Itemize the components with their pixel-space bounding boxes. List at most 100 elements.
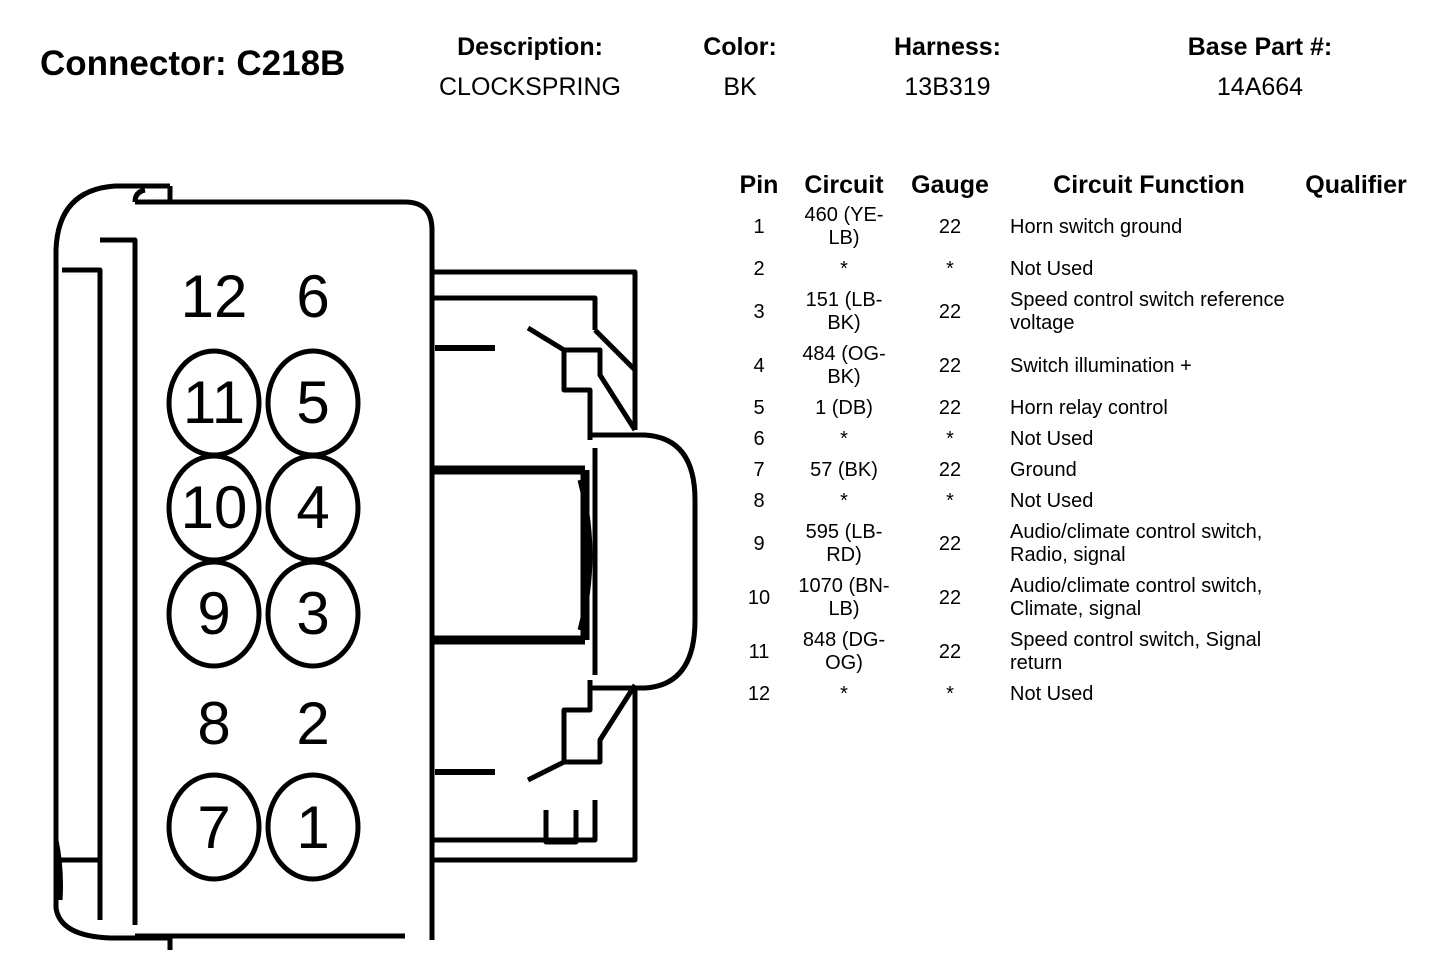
cell-pin: 6: [753, 428, 765, 450]
cell-qualifier: [1294, 629, 1418, 683]
pin-numbers: 12 6 11 5 10 4 9 3 8 2 7 1: [181, 263, 330, 861]
table-row: 8**Not Used: [726, 490, 1418, 521]
cell-qualifier: [1294, 343, 1418, 397]
description-value: CLOCKSPRING: [439, 73, 621, 101]
cell-gauge: 22: [938, 640, 962, 663]
cell-circuit: 57 (BK): [810, 459, 878, 481]
cell-gauge: 22: [938, 397, 962, 419]
cell-function: Ground: [1010, 459, 1077, 481]
pin-cavity-9: [166, 559, 262, 669]
description-block: Description: CLOCKSPRING: [410, 32, 650, 102]
description-label: Description:: [457, 33, 603, 61]
col-header-circuit: Circuit: [804, 170, 884, 199]
cell-pin: 12: [747, 683, 771, 705]
cell-circuit: 460 (YE-LB): [804, 204, 884, 249]
base-part-block: Base Part #: 14A664: [1160, 32, 1360, 102]
connector-diagram: 12 6 11 5 10 4 9 3 8 2 7 1: [53, 183, 698, 950]
table-row: 2 * * Not Used: [726, 258, 1418, 289]
table-header-row: Pin Circuit Gauge Circuit Function Quali…: [726, 166, 1418, 204]
base-part-label: Base Part #:: [1187, 33, 1333, 61]
cell-qualifier: [1294, 459, 1418, 490]
cell-gauge: 22: [938, 586, 962, 609]
color-label: Color:: [703, 33, 777, 61]
cell-pin: 11: [748, 640, 770, 663]
pin-number: 9: [197, 580, 230, 647]
cell-pin: 3: [753, 300, 765, 323]
cell-pin: 1: [753, 215, 765, 238]
cell-circuit: 595 (LB-RD): [805, 521, 883, 566]
table-row: 7 57 (BK) 22 Ground: [726, 459, 1418, 490]
table-row: 12 * * Not Used: [726, 683, 1418, 714]
cell-circuit: *: [840, 258, 848, 280]
cell-gauge: 22: [938, 532, 962, 555]
cell-function: Not Used: [1010, 428, 1094, 450]
cell-function: Speed control switch reference voltage: [1010, 289, 1285, 334]
cell-pin: 2: [753, 258, 765, 280]
base-part-value: 14A664: [1216, 73, 1304, 101]
cell-qualifier: [1294, 258, 1418, 289]
pin-number: 1: [296, 794, 329, 861]
col-header-gauge: Gauge: [911, 170, 989, 199]
pin-cavity-3: [265, 559, 361, 669]
table-row: 6 * * Not Used: [726, 428, 1418, 459]
pin-number: 7: [197, 794, 230, 861]
cell-gauge: *: [946, 258, 954, 280]
cell-circuit: 484 (OG-BK): [802, 343, 886, 388]
pin-cavity-7: [166, 772, 262, 882]
connector-housing: [53, 183, 698, 950]
harness-block: Harness: 13B319: [860, 32, 1035, 102]
table-row: 9 595 (LB-RD) 22 Audio/climate control swit…: [726, 521, 1418, 575]
harness-value: 13B319: [904, 73, 991, 101]
col-header-function: Circuit Function: [1053, 170, 1245, 199]
cell-pin: 10: [747, 586, 771, 609]
cell-pin: 7: [753, 459, 765, 481]
connector-title: Connector: C218B: [40, 44, 346, 83]
cell-function: Audio/climate control switch, Radio, sig…: [1010, 521, 1263, 566]
cell-gauge: *: [946, 428, 954, 450]
cell-gauge: 22: [938, 354, 962, 377]
cell-qualifier: [1294, 289, 1418, 343]
cell-qualifier: [1294, 490, 1418, 521]
cell-function: Not Used: [1010, 258, 1094, 280]
pin-number: 8: [197, 690, 230, 757]
cell-qualifier: [1294, 397, 1418, 428]
cell-pin: 5: [753, 397, 765, 419]
pin-number: 11: [183, 369, 245, 436]
cell-circuit: 1 (DB): [815, 397, 873, 419]
cell-function: Not Used: [1010, 683, 1094, 705]
cell-function: Not Used: [1010, 490, 1094, 512]
cell-function: Speed control switch, Signal return: [1010, 629, 1262, 674]
cell-gauge: 22: [938, 459, 962, 481]
pin-number: 6: [296, 263, 329, 330]
cell-circuit: *: [840, 683, 848, 705]
color-block: Color: BK: [680, 32, 800, 102]
cell-pin: 8: [753, 490, 765, 512]
table-row: 11 848 (DG-OG) 22 Speed control switch, Sig…: [726, 629, 1418, 683]
pin-number: 3: [296, 580, 329, 647]
color-value: BK: [723, 73, 757, 101]
cell-gauge: *: [946, 683, 954, 705]
cell-circuit: 848 (DG-OG): [802, 629, 886, 674]
pin-table: Pin Circuit Gauge Circuit Function Quali…: [726, 166, 1418, 714]
cell-gauge: 22: [938, 215, 962, 238]
cell-qualifier: [1294, 683, 1418, 714]
cell-qualifier: [1294, 575, 1418, 629]
cell-function: Switch illumination +: [1010, 354, 1192, 377]
cell-pin: 9: [753, 532, 765, 555]
cell-circuit: *: [840, 490, 848, 512]
harness-label: Harness:: [894, 33, 1001, 61]
pin-number: 2: [296, 690, 329, 757]
pin-cavity-1: [265, 772, 361, 882]
cell-gauge: 22: [938, 300, 962, 323]
col-header-pin: Pin: [739, 170, 779, 199]
cell-circuit: *: [840, 428, 848, 450]
cell-qualifier: [1294, 428, 1418, 459]
col-header-qualifier: Qualifier: [1305, 170, 1407, 199]
pin-number: 4: [296, 474, 329, 541]
